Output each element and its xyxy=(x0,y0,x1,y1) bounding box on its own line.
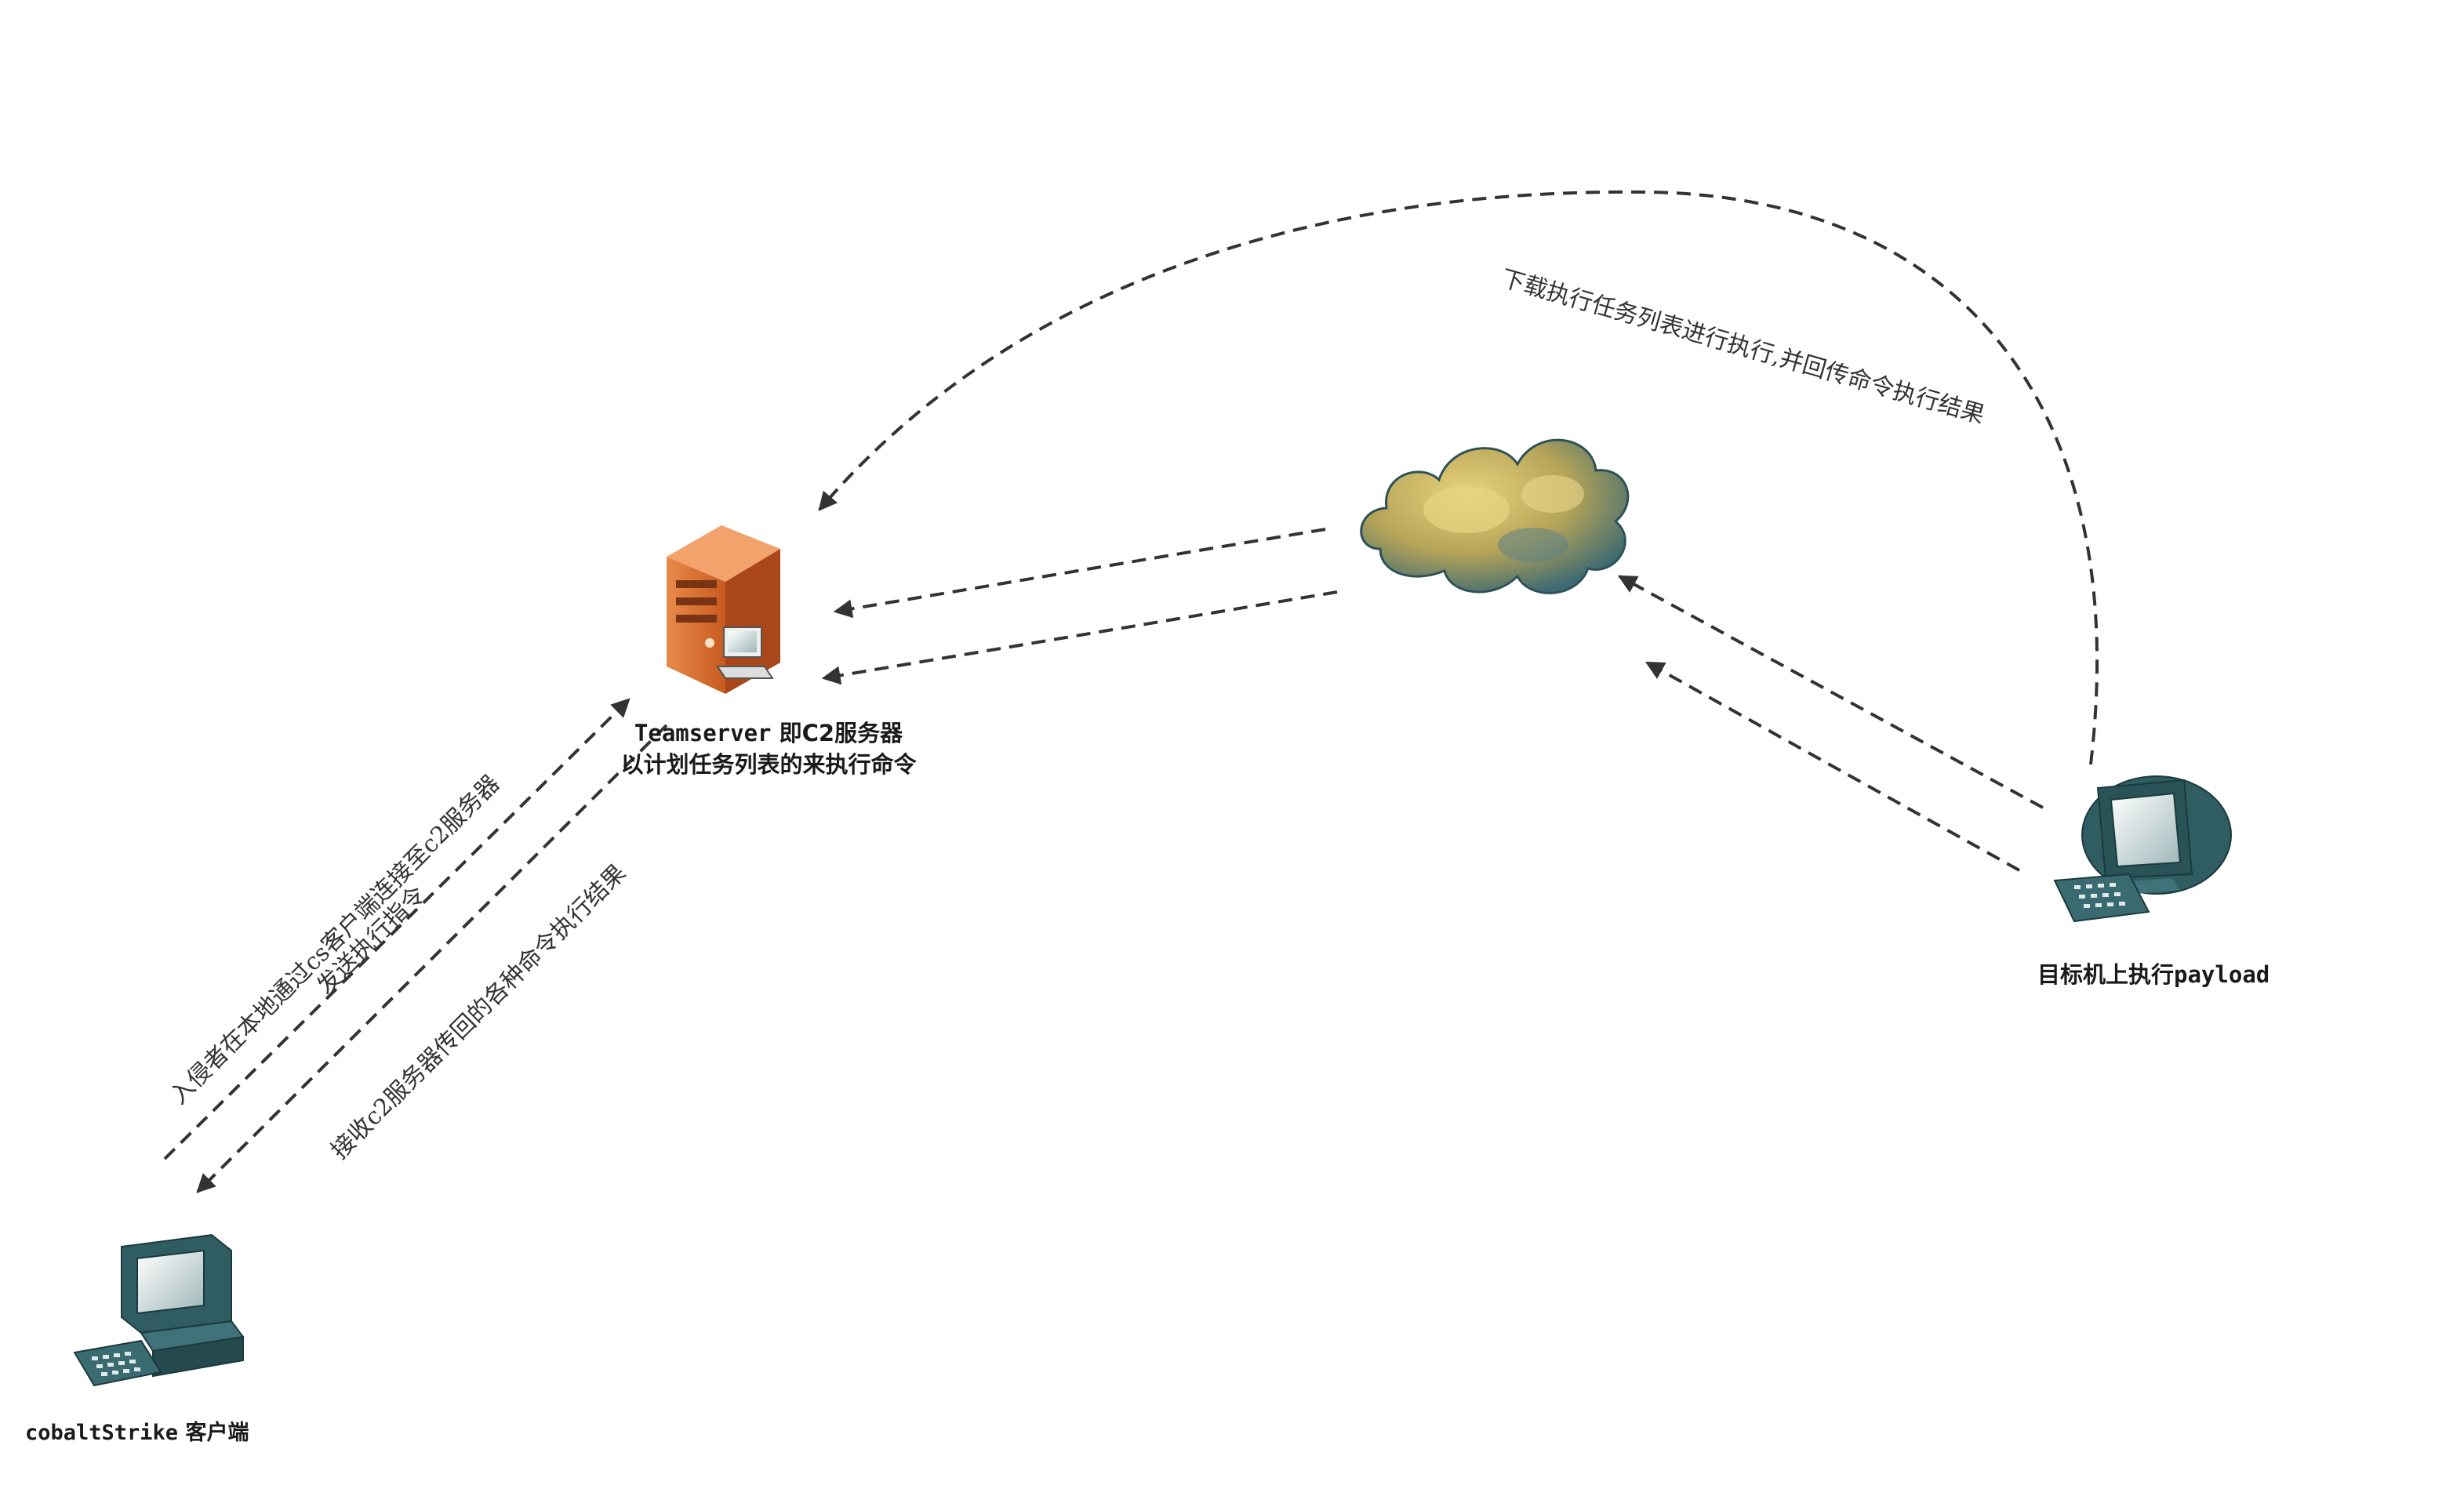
client-suffix: 客户端 xyxy=(178,1421,249,1445)
edge-arc-target-to-teamserver xyxy=(818,190,2099,765)
client-name: cobaltStrike xyxy=(25,1421,179,1445)
teamserver-name: Teamserver xyxy=(634,720,772,746)
target-label: 目标机上执行payload xyxy=(2037,957,2270,989)
edge-target-to-cloud-upper xyxy=(1617,575,2044,809)
target-payload: payload xyxy=(2174,961,2270,988)
teamserver-label: Teamserver 即C2服务器 以计划任务列表的来执行命令 xyxy=(596,717,941,780)
client-label: cobaltStrike 客户端 xyxy=(25,1415,249,1446)
cloud-icon xyxy=(1360,438,1630,594)
teamserver-alias: 即C2服务器 xyxy=(771,720,903,746)
teamserver-label-line1: Teamserver 即C2服务器 xyxy=(596,717,941,749)
edge-cloud-to-teamserver-upper xyxy=(833,528,1326,619)
edge-client-to-teamserver xyxy=(163,698,631,1160)
monitor-computer-icon xyxy=(2053,775,2232,923)
edge-target-to-cloud-lower xyxy=(1644,661,2020,872)
server-icon xyxy=(667,525,780,694)
target-prefix: 目标机上执行 xyxy=(2037,961,2175,988)
edge-cloud-to-teamserver-lower xyxy=(821,590,1338,685)
workstation-icon xyxy=(73,1233,245,1387)
teamserver-label-line2: 以计划任务列表的来执行命令 xyxy=(620,751,917,778)
edge-teamserver-to-client xyxy=(196,724,668,1193)
